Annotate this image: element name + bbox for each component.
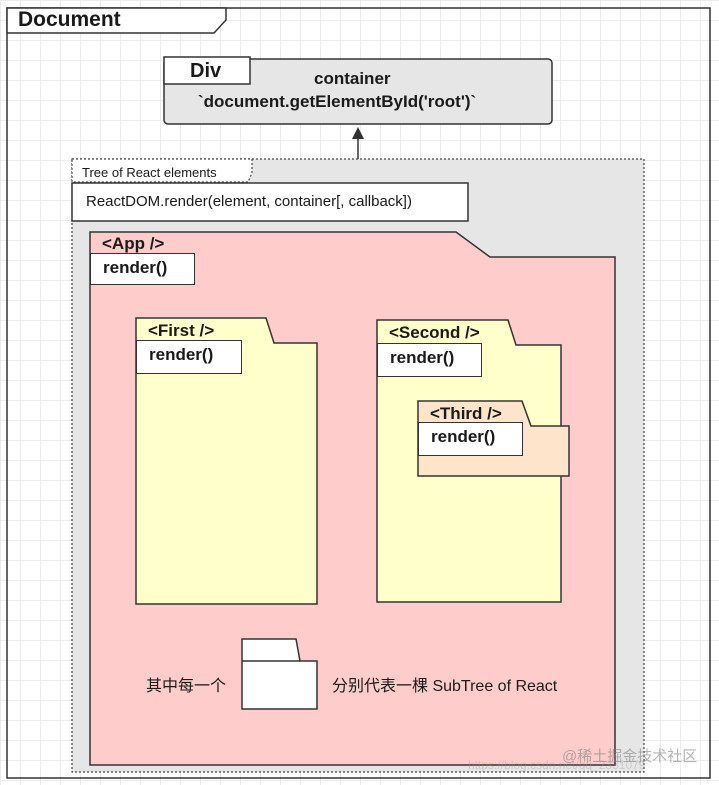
legend-right-text: 分别代表一棵 SubTree of React — [332, 678, 558, 695]
document-label: Document — [18, 8, 121, 31]
second-tag: <Second /> — [389, 323, 480, 342]
render-call-text: ReactDOM.render(element, container[, cal… — [86, 193, 412, 210]
legend-left-text: 其中每一个 — [146, 678, 227, 695]
div-tag-label: Div — [190, 60, 222, 82]
first-render-box: render() — [136, 340, 242, 374]
render-call-box — [71, 182, 469, 222]
third-tag: <Third /> — [430, 404, 502, 423]
app-render-box: render() — [90, 253, 195, 285]
div-code: `document.getElementById('root')` — [198, 92, 477, 111]
third-render-box: render() — [418, 422, 523, 456]
div-tag-box — [163, 56, 251, 85]
legend-folder-icon — [241, 638, 318, 710]
second-render-box: render() — [377, 343, 482, 377]
document-tab — [6, 7, 227, 34]
first-folder — [135, 317, 318, 605]
document-frame — [6, 7, 711, 779]
site-watermark: @稀土掘金技术社区 — [562, 748, 698, 765]
first-tag: <First /> — [148, 321, 215, 340]
div-container-box — [163, 58, 553, 125]
app-tag: <App /> — [102, 234, 165, 253]
faint-url-watermark: https://blog.csdn.net/qq_2331079 — [468, 758, 646, 772]
div-title: container — [314, 69, 391, 88]
tree-label: Tree of React elements — [82, 165, 217, 180]
arrow-head — [352, 127, 364, 139]
tree-tab — [71, 158, 253, 183]
